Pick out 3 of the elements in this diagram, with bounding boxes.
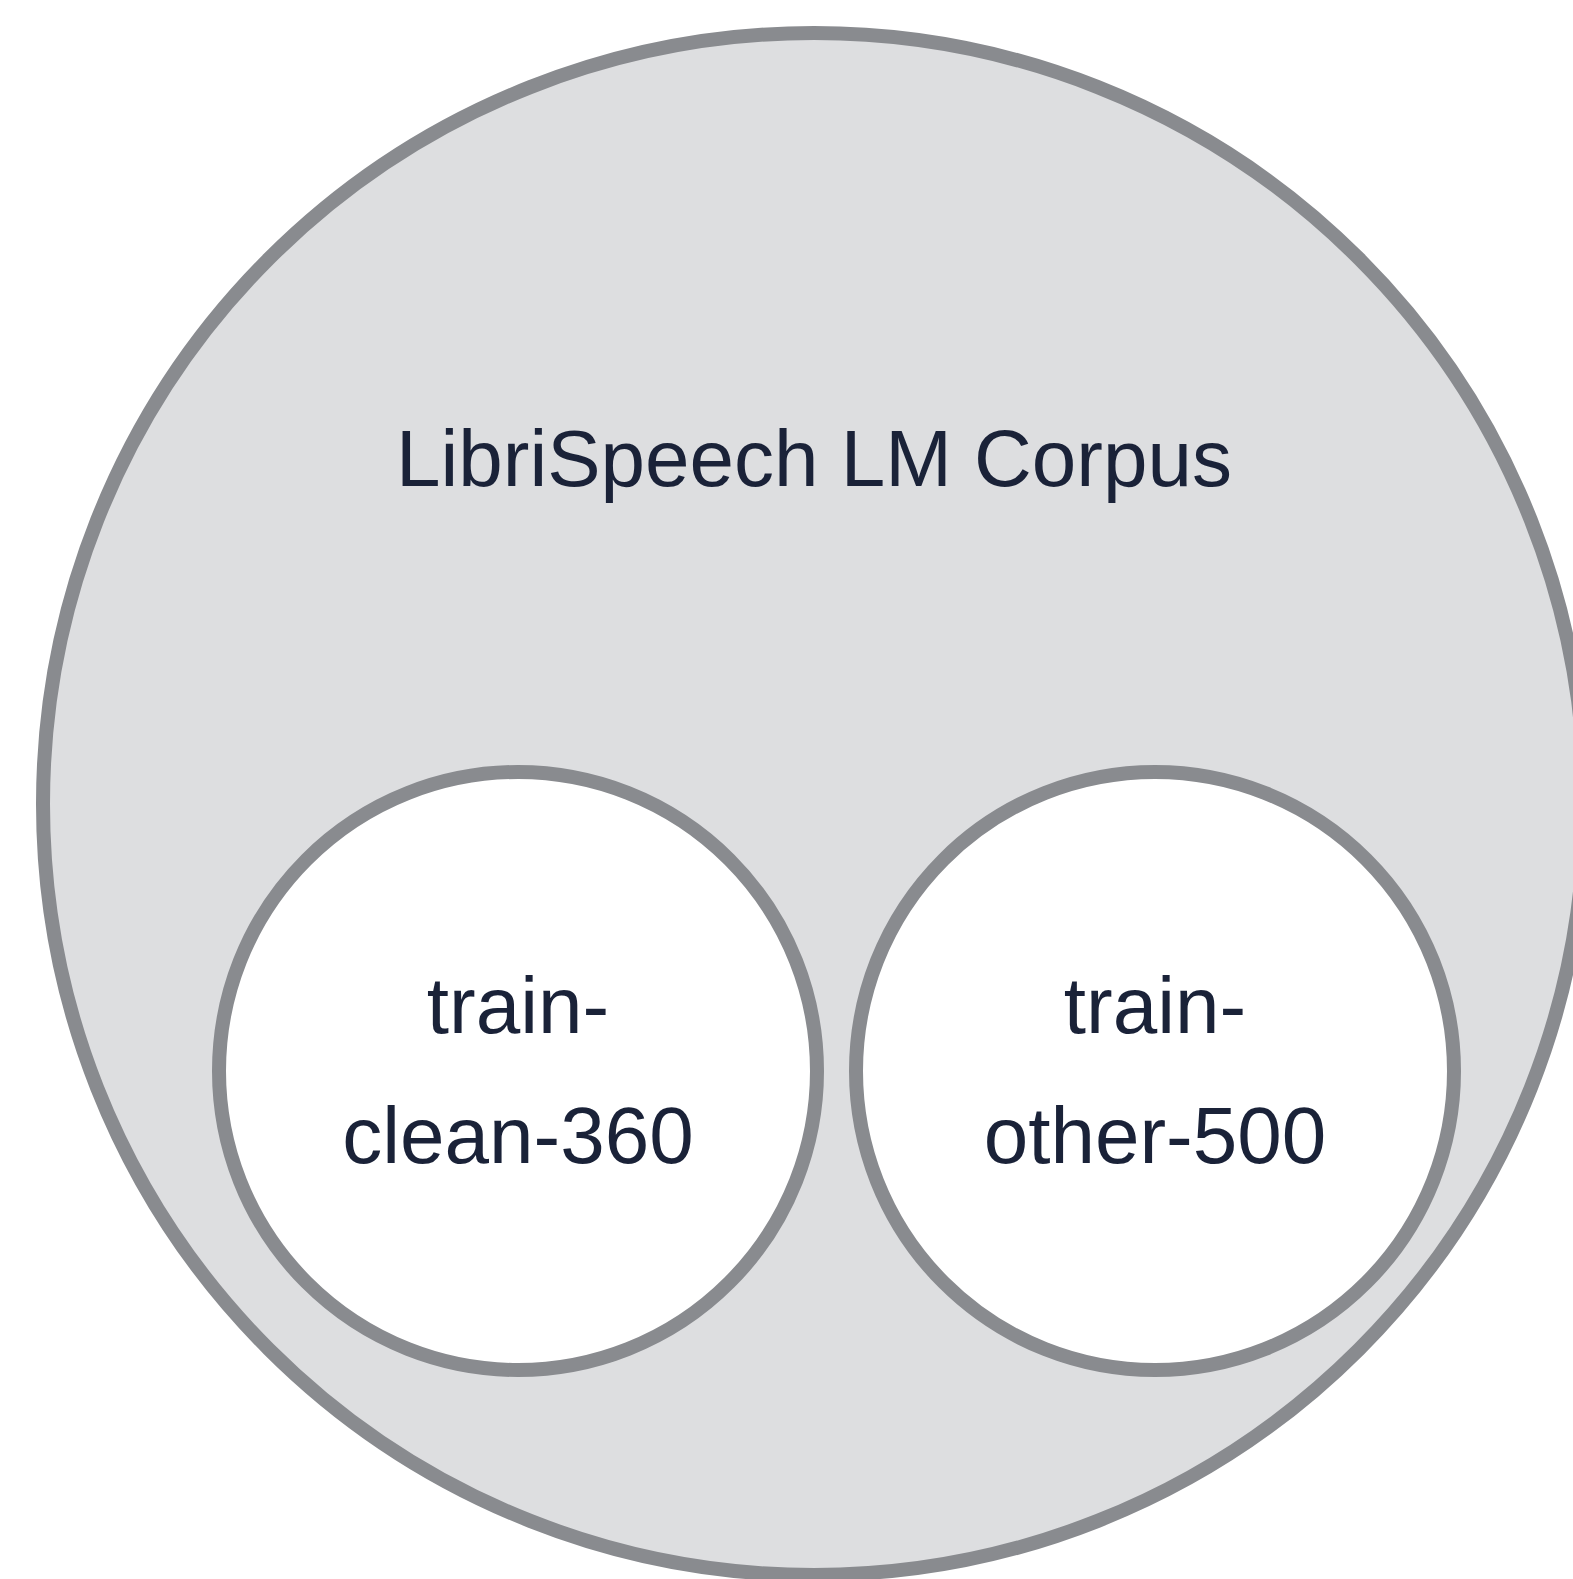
corpus-label: LibriSpeech LM Corpus — [395, 413, 1233, 505]
subset-label: train-clean-360 — [341, 960, 695, 1182]
subset-label: train-other-500 — [982, 960, 1328, 1182]
